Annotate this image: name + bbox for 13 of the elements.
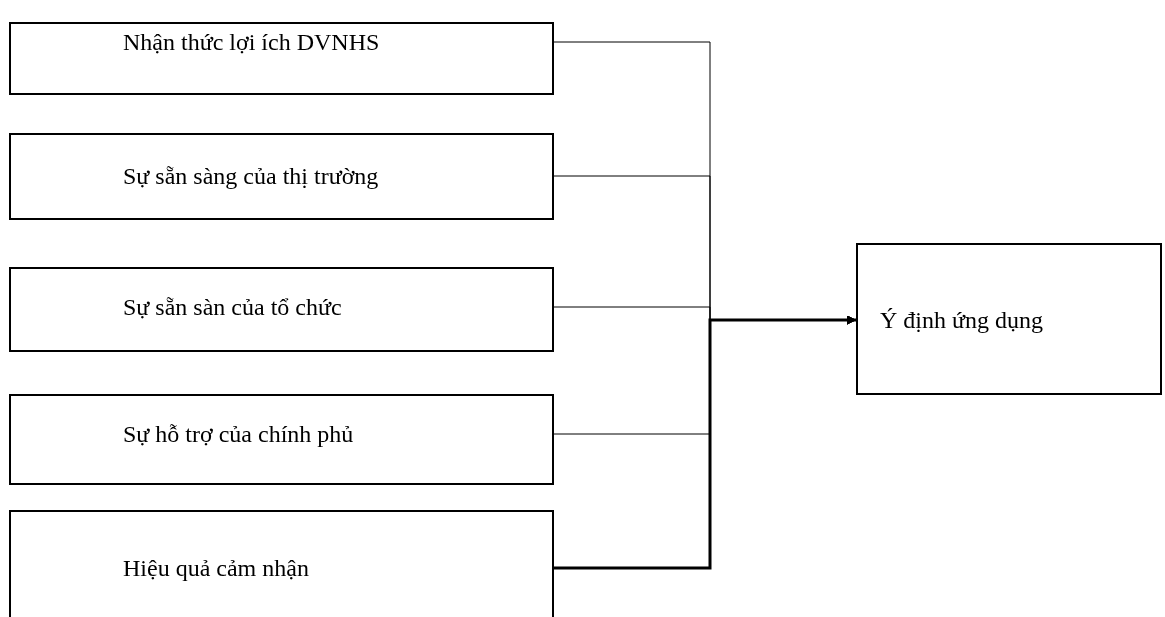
text-box bbox=[9, 267, 554, 352]
text-box bbox=[9, 133, 554, 220]
text-box bbox=[9, 394, 554, 485]
text-box bbox=[856, 243, 1162, 395]
text-box bbox=[9, 22, 554, 95]
box-label: Sự sẵn sàng của thị trường bbox=[123, 164, 379, 188]
box-label: Sự sẵn sàn của tổ chức bbox=[123, 295, 342, 319]
connector-arrow bbox=[554, 315, 856, 570]
box-label: Hiệu quả cảm nhận bbox=[123, 556, 309, 580]
box-label: Ý định ứng dụng bbox=[880, 308, 1043, 332]
text-box bbox=[9, 510, 554, 617]
box-label: Nhận thức lợi ích DVNHS bbox=[123, 30, 380, 54]
box-label: Sự hỗ trợ của chính phủ bbox=[123, 422, 354, 446]
